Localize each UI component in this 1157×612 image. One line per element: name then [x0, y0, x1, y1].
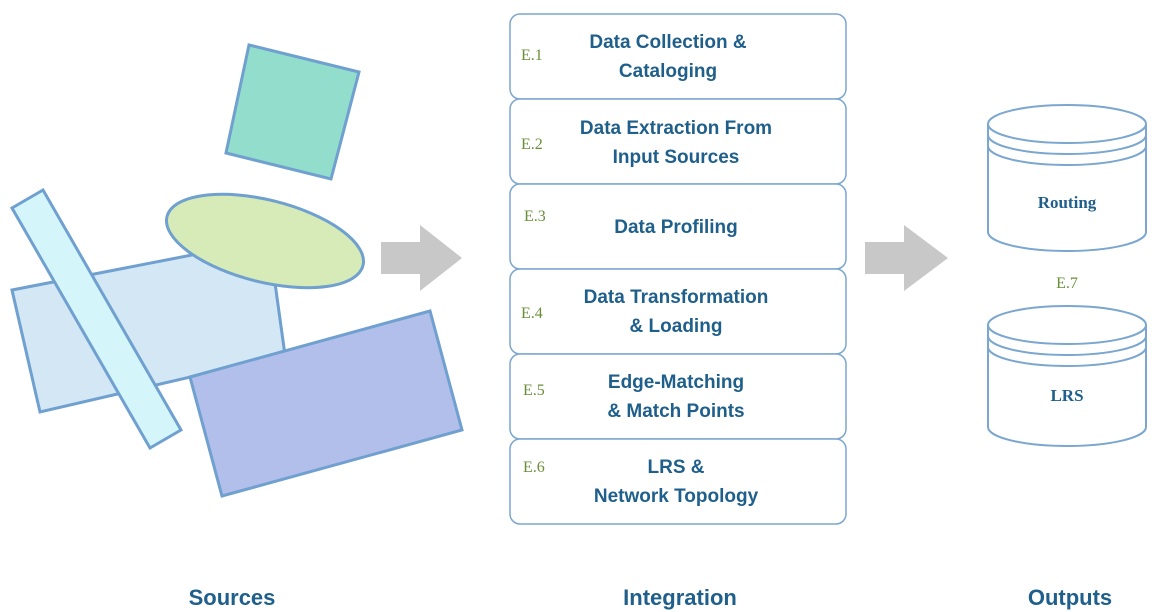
step-code: E.4 [521, 305, 543, 322]
green-ellipse-shape [164, 192, 366, 290]
step-code: E.1 [521, 47, 543, 64]
step-title-line: Data Collection & [589, 32, 747, 53]
step-title-line: & Loading [630, 316, 723, 337]
step-title-line: Data Extraction From [580, 118, 772, 139]
step-e6: E.6 LRS & Network Topology [509, 438, 847, 525]
step-title-line: Data Profiling [614, 217, 738, 238]
step-code: E.6 [523, 459, 545, 476]
integration-label: Integration [623, 585, 737, 610]
step-e3: E.3 Data Profiling [509, 183, 847, 270]
step-e2: E.2 Data Extraction From Input Sources [509, 98, 847, 185]
database-label: Routing [1038, 193, 1097, 212]
outputs-code: E.7 [1056, 275, 1078, 292]
step-code: E.3 [524, 208, 546, 225]
step-title-line: Input Sources [613, 147, 740, 168]
routing-database-icon: Routing [987, 104, 1147, 252]
integration-steps: E.1 Data Collection & Cataloging E.2 Dat… [509, 13, 847, 525]
sources-label: Sources [189, 585, 276, 610]
step-title-line: & Match Points [607, 401, 744, 422]
database-label: LRS [1050, 386, 1083, 405]
periwinkle-rectangle-shape [188, 309, 464, 498]
step-e5: E.5 Edge-Matching & Match Points [509, 353, 847, 440]
step-code: E.5 [523, 382, 545, 399]
step-title-line: Edge-Matching [608, 372, 744, 393]
step-title-line: Network Topology [594, 486, 759, 507]
lrs-database-icon: LRS [987, 305, 1147, 447]
pale-cyan-bar-shape [9, 187, 184, 451]
step-title-line: LRS & [648, 457, 705, 478]
right-arrow-icon [381, 225, 462, 291]
step-code: E.2 [521, 136, 543, 153]
sources-shapes [9, 43, 464, 498]
step-title-line: Cataloging [619, 61, 717, 82]
outputs-label: Outputs [1028, 585, 1112, 610]
right-arrow-icon [865, 225, 948, 291]
teal-square-shape [224, 43, 361, 181]
step-e4: E.4 Data Transformation & Loading [509, 268, 847, 355]
step-title-line: Data Transformation [584, 287, 769, 308]
step-e1: E.1 Data Collection & Cataloging [509, 13, 847, 100]
